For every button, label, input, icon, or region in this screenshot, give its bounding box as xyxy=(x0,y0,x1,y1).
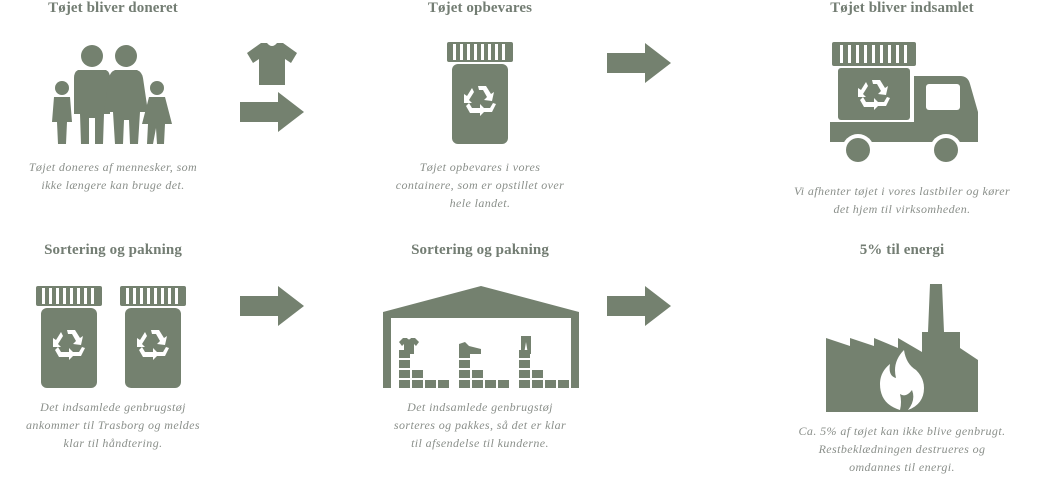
step-title: Sortering og pakning xyxy=(44,242,182,258)
step-title: Tøjet bliver indsamlet xyxy=(830,0,974,16)
step-energy: 5% til energi xyxy=(770,242,1034,259)
factory-fire-icon xyxy=(826,284,978,412)
step-collected-desc: Vi afhenter tøjet i vores lastbiler og k… xyxy=(793,184,1011,216)
truck-icon xyxy=(830,42,978,166)
step-received-desc: Det indsamlede genbrugstøj ankommer til … xyxy=(26,400,200,450)
step-stored: Tøjet opbevares xyxy=(375,0,585,17)
recycling-bin-icon xyxy=(36,286,102,390)
step-sorting: Sortering og pakning xyxy=(375,242,585,259)
step-donated-desc: Tøjet doneres af mennesker, som ikke læn… xyxy=(28,160,198,192)
tshirt-icon xyxy=(247,43,297,85)
recycling-bin-icon xyxy=(120,286,186,390)
step-title: Tøjet opbevares xyxy=(427,0,533,16)
arrow-right-icon xyxy=(240,286,304,326)
step-sorting-desc: Det indsamlede genbrugstøj sorteres og p… xyxy=(393,400,567,450)
step-donated: Tøjet bliver doneret xyxy=(8,0,218,17)
step-collected: Tøjet bliver indsamlet xyxy=(770,0,1034,17)
step-received: Sortering og pakning xyxy=(8,242,218,259)
arrow-right-icon xyxy=(240,92,304,132)
arrow-right-icon xyxy=(607,43,671,83)
step-title: Sortering og pakning xyxy=(411,242,549,258)
family-icon xyxy=(52,45,172,144)
step-title: Tøjet bliver doneret xyxy=(48,0,178,16)
step-title: 5% til energi xyxy=(859,242,945,258)
recycling-bin-icon xyxy=(447,42,513,146)
arrow-right-icon xyxy=(607,286,671,326)
step-stored-desc: Tøjet opbevares i vores containere, som … xyxy=(395,160,565,210)
warehouse-icon xyxy=(383,286,579,388)
step-energy-desc: Ca. 5% af tøjet kan ikke blive genbrugt.… xyxy=(798,424,1006,474)
